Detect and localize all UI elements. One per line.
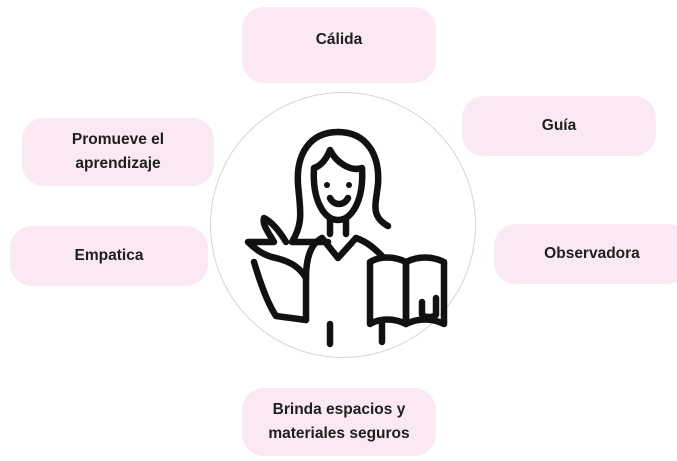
node-promueve-text: Promueve el aprendizaje [72,128,164,176]
node-promueve-line1: Promueve el [71,130,165,148]
hair-outline [288,128,342,246]
raised-arm-lower [250,258,310,324]
hair-outline-right [334,128,392,230]
lower-body [326,320,386,348]
neck [326,216,350,238]
book-hand [418,294,440,321]
teacher-reading-book-icon [244,128,448,348]
face [310,146,366,224]
node-brinda-text: Brinda espacios y materiales seguros [268,398,409,446]
node-observadora: Observadora [494,224,677,284]
right-eye [346,182,352,188]
node-brinda-line2: materiales seguros [268,425,410,442]
node-guia-label: Guía [541,116,577,134]
v-neck [318,234,360,262]
raised-arm [244,214,310,282]
node-brinda-line1: Brinda espacios y [272,400,406,418]
node-guia: Guía [462,96,656,156]
node-calida-label: Cálida [315,31,363,48]
node-observadora-label: Observadora [544,244,640,262]
node-calida: Cálida [242,7,436,83]
node-promueve-line2: aprendizaje [75,155,161,172]
node-brinda-espacios: Brinda espacios y materiales seguros [242,388,436,456]
left-eye [324,182,330,188]
node-empatica-label: Empatica [74,246,144,264]
node-empatica: Empatica [10,226,208,286]
book-left-page [366,254,410,328]
smile [326,194,352,208]
torso-right [352,234,386,260]
book-right-page [402,254,448,328]
node-promueve-aprendizaje: Promueve el aprendizaje [22,118,214,186]
